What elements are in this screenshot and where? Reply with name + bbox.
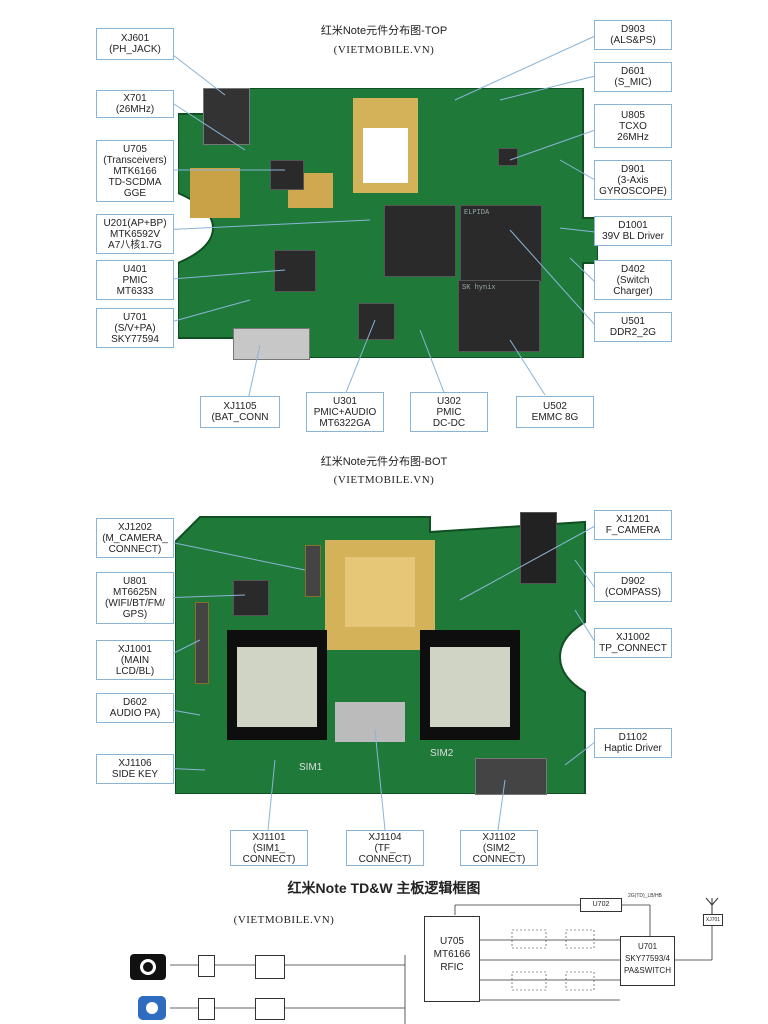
label-xj1202: XJ1202 (M_CAMERA_ CONNECT) bbox=[96, 518, 174, 558]
label-xj1104: XJ1104 (TF_ CONNECT) bbox=[346, 830, 424, 866]
top-board: ELPIDA SK hynix bbox=[178, 88, 598, 360]
label-x701: X701 (26MHz) bbox=[96, 90, 174, 118]
silk-sim1: SIM1 bbox=[299, 762, 323, 773]
bat-connector bbox=[233, 328, 310, 360]
label-d1001: D1001 39V BL Driver bbox=[594, 216, 672, 246]
block-cam-conn bbox=[198, 955, 215, 977]
label-u705: U705 (Transceivers) MTK6166 TD-SCDMA GGE bbox=[96, 140, 174, 202]
top-title: 红米Note元件分布图-TOP bbox=[320, 25, 448, 37]
label-u701: U701 (S/V+PA) SKY77594 bbox=[96, 308, 174, 348]
camera-jack bbox=[520, 512, 557, 584]
label-xj1106: XJ1106 SIDE KEY bbox=[96, 754, 174, 784]
bot-board: SIM1 SIM2 bbox=[175, 512, 595, 795]
block-u702: U702 bbox=[580, 898, 622, 912]
label-xj1001: XJ1001 (MAIN LCD/BL) bbox=[96, 640, 174, 680]
u502-chip: SK hynix bbox=[458, 280, 540, 352]
cam-connector bbox=[305, 545, 321, 597]
label-xj1105: XJ1105 (BAT_CONN bbox=[200, 396, 280, 428]
label-d601: D601 (S_MIC) bbox=[594, 62, 672, 92]
label-d402: D402 (Switch Charger) bbox=[594, 260, 672, 300]
block-fcam-ic bbox=[255, 998, 285, 1020]
bot-board-pcb bbox=[175, 516, 586, 794]
u401-chip bbox=[274, 250, 316, 292]
block-xj701: XJ701 bbox=[703, 914, 723, 926]
label-xj1101: XJ1101 (SIM1_ CONNECT) bbox=[230, 830, 308, 866]
phone-jack bbox=[203, 88, 250, 145]
u501-chip: ELPIDA bbox=[460, 205, 542, 282]
lcd-connector bbox=[195, 602, 209, 684]
label-u201: U201(AP+BP) MTK6592V A7八核1.7G bbox=[96, 214, 174, 254]
label-u805: U805 TCXO 26MHz bbox=[594, 104, 672, 148]
block-band-note: 2G(TD)_LB/HB bbox=[628, 893, 662, 899]
block-title: 红米Note TD&W 主板逻辑框图 bbox=[287, 880, 481, 896]
label-u502: U502 EMMC 8G bbox=[516, 396, 594, 428]
label-xj1102: XJ1102 (SIM2_ CONNECT) bbox=[460, 830, 538, 866]
u801-chip bbox=[233, 580, 269, 616]
label-u501: U501 DDR2_2G bbox=[594, 312, 672, 342]
label-d903: D903 (ALS&PS) bbox=[594, 20, 672, 50]
sim2-slot bbox=[475, 758, 547, 795]
block-u705: U705 MT6166 RFIC bbox=[424, 916, 480, 1002]
ddr-mark: ELPIDA bbox=[464, 209, 490, 217]
block-fcam-conn bbox=[198, 998, 215, 1020]
u705-chip bbox=[270, 160, 304, 190]
silk-sim2: SIM2 bbox=[430, 748, 454, 759]
u301-chip bbox=[358, 303, 395, 340]
emmc-mark: SK hynix bbox=[462, 284, 496, 292]
label-d902: D902 (COMPASS) bbox=[594, 572, 672, 602]
bot-subtitle: (VIETMOBILE.VN) bbox=[333, 474, 435, 486]
label-xj601: XJ601 (PH_JACK) bbox=[96, 28, 174, 60]
label-xj1201: XJ1201 F_CAMERA bbox=[594, 510, 672, 540]
block-u701: U701 SKY77593/4 PA&SWITCH bbox=[620, 936, 675, 986]
label-d602: D602 AUDIO PA) bbox=[96, 693, 174, 723]
u201-chip bbox=[384, 205, 456, 277]
label-d901: D901 (3-Axis GYROSCOPE) bbox=[594, 160, 672, 200]
label-xj1002: XJ1002 TP_CONNECT bbox=[594, 628, 672, 658]
label-u301: U301 PMIC+AUDIO MT6322GA bbox=[306, 392, 384, 432]
label-d1102: D1102 Haptic Driver bbox=[594, 728, 672, 758]
block-subtitle: (VIETMOBILE.VN) bbox=[233, 914, 335, 926]
top-subtitle: (VIETMOBILE.VN) bbox=[333, 44, 435, 56]
label-u801: U801 MT6625N (WIFI/BT/FM/ GPS) bbox=[96, 572, 174, 624]
label-u302: U302 PMIC DC-DC bbox=[410, 392, 488, 432]
block-cam-ic bbox=[255, 955, 285, 979]
label-u401: U401 PMIC MT6333 bbox=[96, 260, 174, 300]
bot-title: 红米Note元件分布图-BOT bbox=[320, 456, 448, 468]
